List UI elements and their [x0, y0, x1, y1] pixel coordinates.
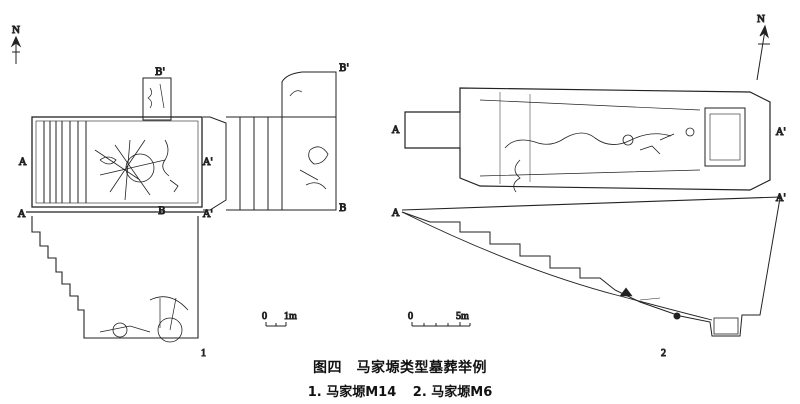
scale-bar-1m — [265, 322, 287, 327]
label-b-section-bottom: B — [339, 203, 346, 214]
subtitle-m14: 1. 马家塬M14 — [307, 385, 397, 400]
north-label: N — [757, 13, 765, 25]
m14-side-section — [203, 71, 337, 211]
label-a-left-bottom: A — [17, 209, 26, 220]
label-b-section-top: B' — [339, 63, 349, 74]
label-b-bottom: B — [158, 206, 165, 217]
subtitle-m6: 2. 马家塬M6 — [412, 385, 493, 400]
scale-zero: 0 — [408, 311, 413, 322]
scale-end: 5m — [456, 311, 469, 322]
label-a-right-plan: A' — [775, 127, 786, 138]
label-a-left-plan: A — [391, 125, 400, 136]
label-a-left-top: A — [18, 157, 27, 168]
panel-1: N — [10, 24, 350, 360]
label-a-left-profile: A — [391, 208, 400, 219]
m14-plan — [31, 77, 203, 208]
north-arrow-icon — [10, 35, 22, 64]
m14-stepped-section — [26, 211, 205, 343]
scale-end: 1m — [284, 311, 297, 322]
m6-plan — [404, 87, 771, 193]
label-b-top: B' — [155, 67, 165, 78]
scale-zero: 0 — [262, 311, 267, 322]
label-a-right-bottom: A' — [202, 209, 213, 220]
label-a-right-profile: A' — [775, 193, 786, 204]
north-arrow-icon — [756, 24, 770, 81]
figure-caption-title: 图四 马家塬类型墓葬举例 — [313, 360, 487, 376]
figure-caption-subtitles: 1. 马家塬M14 2. 马家塬M6 — [0, 381, 800, 400]
m6-profile — [401, 196, 781, 337]
label-a-right-top: A' — [202, 157, 213, 168]
panel-2: N — [391, 13, 787, 360]
scale-bar-5m — [411, 322, 471, 327]
panel-number: 2 — [661, 348, 666, 359]
panel-number: 1 — [201, 348, 206, 359]
north-label: N — [12, 24, 20, 36]
